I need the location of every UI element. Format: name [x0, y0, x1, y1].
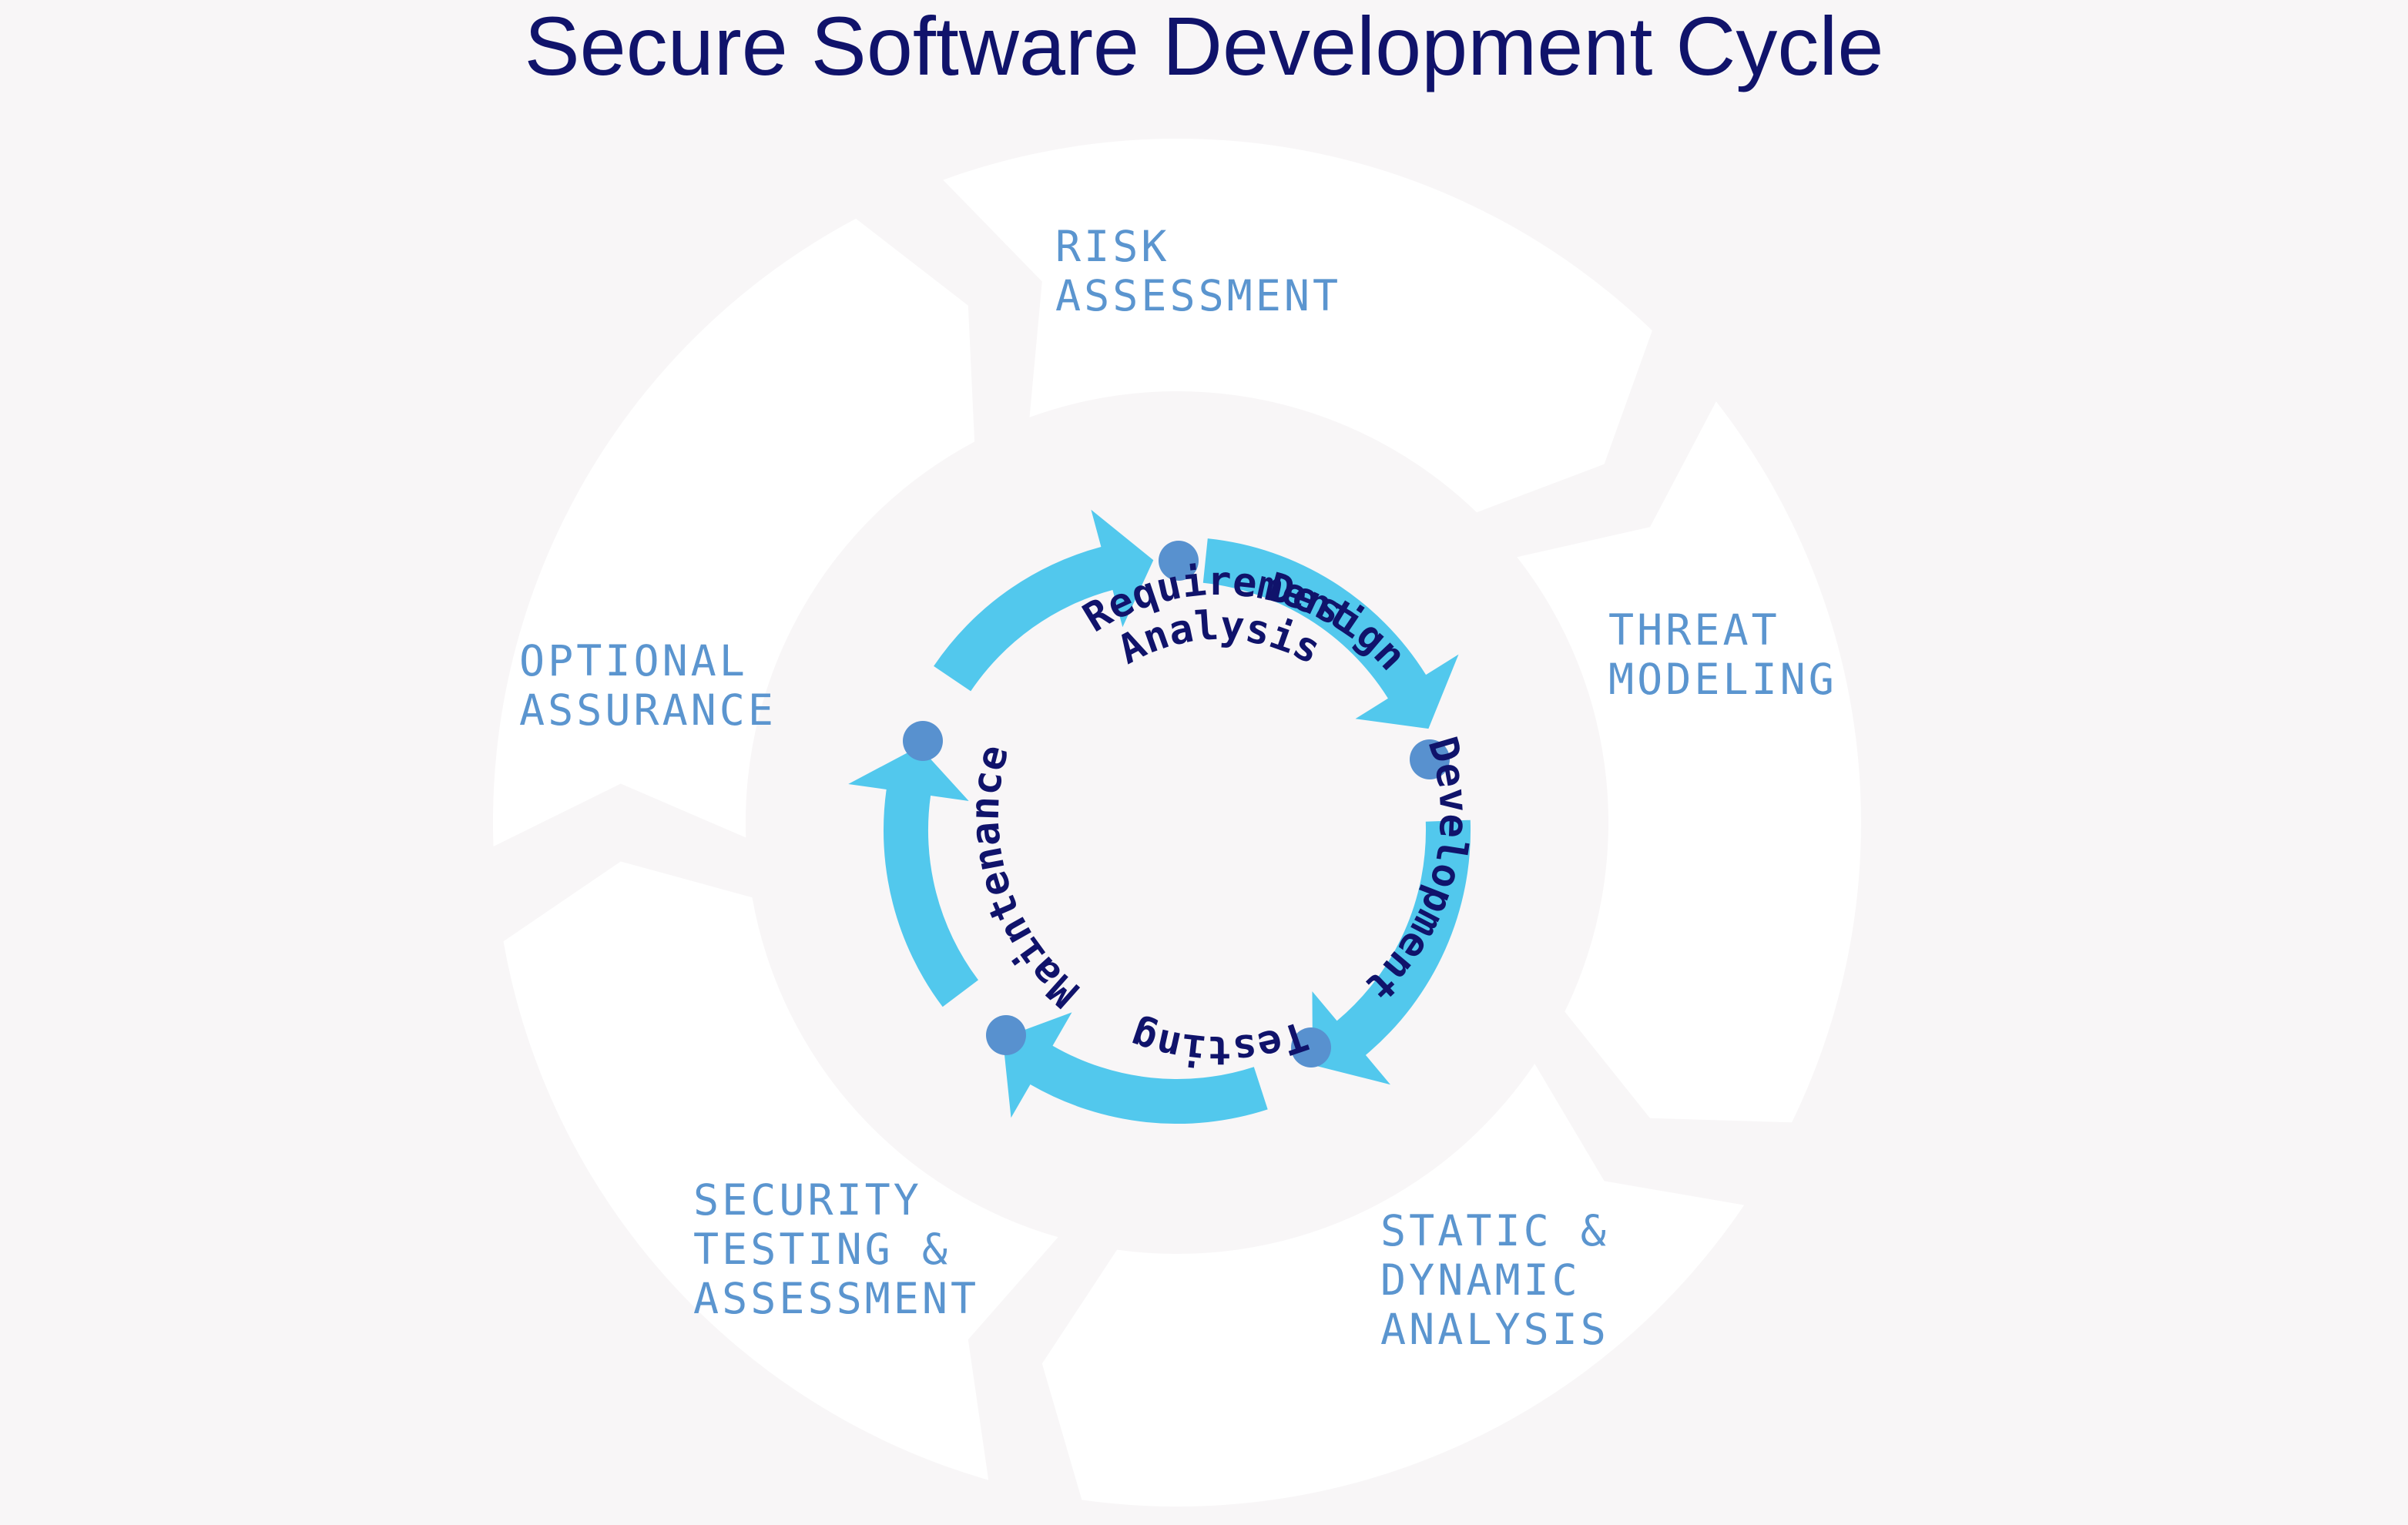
outer-segments: [492, 139, 1862, 1507]
cycle-arrow-to-development: [1312, 819, 1471, 1085]
stage-dot-requirement: [1159, 541, 1199, 581]
segment-optional-label: OPTIONAL ASSURANCE: [519, 636, 777, 735]
stage-dot-development: [1291, 1027, 1331, 1068]
outer-segment-threat: [1517, 401, 1862, 1123]
stage-dot-testing: [986, 1015, 1026, 1055]
diagram-title: Secure Software Development Cycle: [524, 0, 1884, 92]
stage-markers: [903, 541, 1450, 1068]
segment-static-label: STATIC & DYNAMIC ANALYSIS: [1380, 1206, 1609, 1354]
outer-segment-optional: [492, 218, 975, 846]
stage-dot-maintenance: [903, 721, 943, 761]
cycle-arrow-to-requirement: [934, 509, 1154, 692]
stage-dot-design: [1410, 739, 1450, 779]
outer-segment-risk: [943, 139, 1652, 513]
inner-cycle-arrows: [848, 509, 1471, 1124]
cycle-arrow-to-design: [1202, 538, 1459, 729]
segment-risk-label: RISK ASSESSMENT: [1055, 222, 1342, 320]
outer-segment-static: [1041, 1064, 1745, 1507]
segment-threat-label: THREAT MODELING: [1608, 605, 1837, 704]
cycle-arrow-to-maintenance: [848, 746, 978, 1007]
outer-segment-security: [503, 861, 1058, 1480]
cycle-arrow-to-testing: [1002, 1012, 1268, 1124]
segment-security-label: SECURITY TESTING & ASSESSMENT: [693, 1175, 980, 1323]
